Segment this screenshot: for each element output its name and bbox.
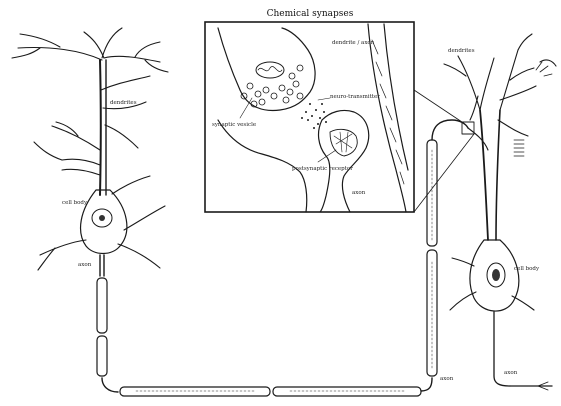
right-neuron — [444, 34, 556, 390]
label-dendrites-left: dendrites — [110, 100, 137, 106]
label-inset-axon: axon — [352, 190, 366, 196]
label-axon-right: axon — [504, 370, 518, 376]
label-synaptic-vesicle: synaptic vesicle — [212, 122, 256, 128]
label-cell-body-left: cell body — [62, 200, 88, 206]
label-neurotransmitter: neuro-transmitter — [330, 94, 380, 100]
label-axon-bottom: axon — [440, 376, 454, 382]
label-dendrites-right: dendrites — [448, 48, 475, 54]
zoom-lines — [414, 90, 474, 212]
label-postsynaptic-receptor: postsynaptic receptor — [292, 166, 353, 172]
left-neuron — [12, 28, 168, 392]
label-axon-left: axon — [78, 262, 92, 268]
inset-title: Chemical synapses — [267, 9, 354, 19]
right-vertical-axon — [427, 120, 468, 376]
synapse-inset: Chemical synapses — [205, 9, 414, 212]
label-inset-dendrite: dendrite / axon — [332, 40, 375, 46]
label-cell-body-right: cell body — [514, 266, 540, 272]
bottom-axon — [120, 378, 432, 396]
